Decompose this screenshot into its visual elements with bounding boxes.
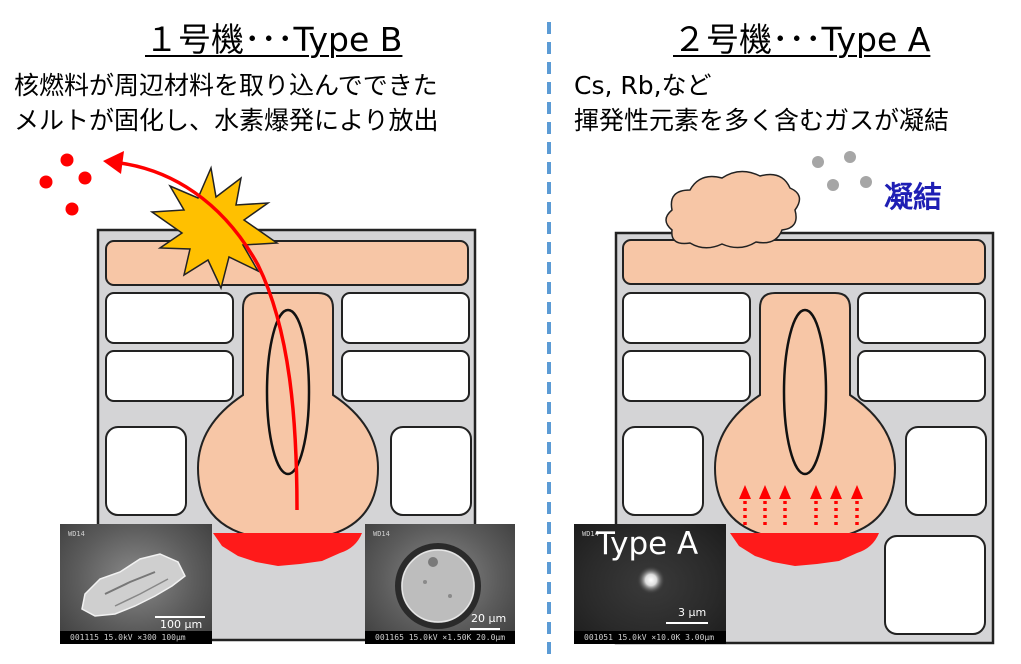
right-cell xyxy=(884,535,986,635)
scale-bar xyxy=(666,622,708,624)
right-cell xyxy=(622,426,704,516)
particle-shape xyxy=(81,553,186,617)
ejected-particle xyxy=(60,153,74,167)
left-cell xyxy=(105,350,234,402)
condensate-cloud xyxy=(665,170,801,249)
ejection-arrow-head xyxy=(103,151,124,174)
right-cell xyxy=(622,350,751,402)
right-description-line1: Cs, Rb,など xyxy=(574,71,712,100)
sem-type-a-label: Type A xyxy=(596,526,699,562)
right-reactor-cross-section xyxy=(614,231,995,645)
left-cell xyxy=(105,426,187,516)
condense-label: 凝結 xyxy=(884,180,943,214)
left-description-line2: メルトが固化し、水素爆発により放出 xyxy=(14,106,439,135)
left-cell xyxy=(390,426,472,516)
gas-particle xyxy=(860,176,872,188)
right-title: ２号機･･･Type A xyxy=(673,20,931,59)
scale-bar xyxy=(470,628,500,630)
sem-scale-label: 20 μm xyxy=(471,612,507,625)
sem-info-bar: 001115 15.0kV ×300 100μm xyxy=(60,631,212,644)
left-title: １号機･･･Type B xyxy=(145,20,403,59)
sem-info-bar: 001051 15.0kV ×10.0K 3.00μm xyxy=(574,631,726,644)
sem-scale-label: 100 μm xyxy=(160,618,203,631)
left-cell xyxy=(341,350,470,402)
gas-particle xyxy=(844,151,856,163)
bright-particle xyxy=(637,566,665,594)
explosion-icon xyxy=(149,165,280,291)
ejected-particle xyxy=(39,175,53,189)
ejected-particle xyxy=(65,202,79,216)
right-top-bar xyxy=(622,239,986,285)
gas-particle xyxy=(827,179,839,191)
right-cell xyxy=(905,426,987,516)
left-description: 核燃料が周辺材料を取り込んでできた メルトが固化し、水素爆発により放出 xyxy=(14,68,439,138)
sem-info-bar: 001165 15.0kV ×1.50K 20.0μm xyxy=(365,631,515,644)
sem-image-code: WD14 xyxy=(582,530,599,538)
right-description: Cs, Rb,など 揮発性元素を多く含むガスが凝結 xyxy=(574,68,949,138)
sem-image-code: WD14 xyxy=(373,530,390,538)
sem-image-type-b-1: WD14 100 μm 001115 15.0kV ×300 100μm xyxy=(60,524,212,644)
left-fuel-pellet-ellipse xyxy=(265,308,311,476)
ejection-arrow xyxy=(119,161,299,511)
scale-bar xyxy=(155,616,205,618)
left-reactor-cross-section xyxy=(96,228,477,642)
left-cell xyxy=(105,292,234,344)
sem-image-type-b-2: WD14 20 μm 001165 15.0kV ×1.50K 20.0μm xyxy=(365,524,515,644)
right-fuel-pellet-ellipse xyxy=(782,308,828,476)
right-description-line2: 揮発性元素を多く含むガスが凝結 xyxy=(574,106,950,135)
right-cell xyxy=(622,292,751,344)
gas-particle xyxy=(812,156,824,168)
right-melt-pool xyxy=(730,533,879,566)
ejected-particle xyxy=(78,171,92,185)
right-cell xyxy=(857,350,986,402)
sphere-particle xyxy=(395,543,481,629)
volatile-release-arrows xyxy=(739,485,863,525)
right-cell xyxy=(857,292,986,344)
sem-scale-label: 3 μm xyxy=(678,606,707,619)
left-melt-pool xyxy=(213,533,362,566)
sem-image-code: WD14 xyxy=(68,530,85,538)
left-description-line1: 核燃料が周辺材料を取り込んでできた xyxy=(14,71,438,100)
sem-image-type-a: WD14 Type A 3 μm 001051 15.0kV ×10.0K 3.… xyxy=(574,524,726,644)
left-cell xyxy=(341,292,470,344)
